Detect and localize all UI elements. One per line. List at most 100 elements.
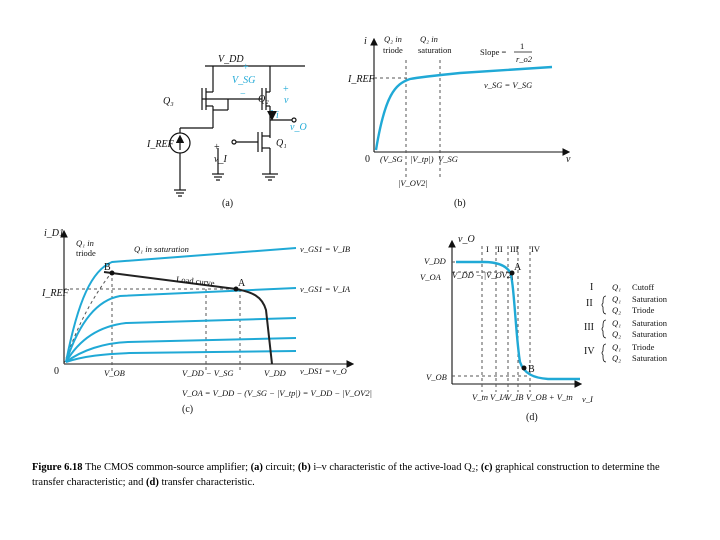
caption-a: (a) [250,462,263,473]
a-vdd-label: V_DD [218,54,244,65]
b-origin: 0 [365,154,370,165]
d-xtick-4: V_OB + V_tn [526,392,573,402]
d-vdd-ov: V_DD − |V_OV2| [452,270,513,280]
a-plus-top: + [243,62,249,73]
legend-2a-state: Saturation [632,294,668,304]
legend-3a-dev: Q₁ [612,318,621,328]
b-sat-2: saturation [418,45,452,55]
legend-2b-state: Triode [632,305,655,315]
caption-fig: Figure 6.18 [32,462,83,473]
legend-2a-dev: Q₁ [612,294,621,304]
d-yaxis-label: v_O [458,234,475,245]
a-q1-label: Q₁ [276,138,287,149]
d-xtick-2: V_IA [490,392,508,402]
d-vob: V_OB [426,372,447,382]
c-family-curves [65,247,297,363]
a-i-label: i [276,110,279,121]
d-region-3: III [510,244,519,254]
c-vdd-minus: V_DD − V_SG [182,368,234,378]
d-xaxis-label: v_I [582,394,594,404]
legend-4a-state: Triode [632,342,655,352]
d-region-2: II [497,244,503,254]
legend-region-4: IV [584,346,595,357]
legend-4b-dev: Q₂ [612,353,621,363]
a-q2-label: Q₂ [258,94,269,105]
d-legend: I Q₁ Cutoff II Q₁ Saturation Q₂ Triode I… [584,282,668,363]
d-region-1: I [486,244,489,254]
c-yaxis-label: i_D1 [44,228,64,239]
d-point-a-label: A [514,262,522,273]
b-iref-label: I_REF [347,74,376,85]
b-tick-2: |V_tp|) [410,154,434,164]
legend-1-state: Cutoff [632,282,654,292]
b-slope-label: Slope = [480,47,506,57]
b-tick-3: V_SG [438,154,458,164]
a-vi-label: v_I [214,154,227,165]
c-vds-label: v_DS1 = v_O [300,366,347,376]
a-v-label: v [284,95,289,106]
legend-region-3: III [584,322,594,333]
b-triode-1: Q₂ in [384,34,402,44]
b-yaxis-label: i [364,36,367,47]
b-sat-1: Q₂ in [420,34,438,44]
legend-3a-state: Saturation [632,318,668,328]
caption-b: (b) [297,462,311,473]
c-point-a [233,286,239,292]
d-xtick-3: V_IB [506,392,523,402]
c-curve-ia: v_GS1 = V_IA [300,284,351,294]
a-minus-label: − [240,89,246,100]
caption-c: (c) [480,462,493,473]
caption-text-1: The CMOS common-source amplifier; [82,462,251,473]
c-origin: 0 [54,366,59,377]
b-iv-curve [374,65,553,151]
legend-2b-dev: Q₂ [612,305,621,315]
b-slope-den: r_o2 [516,54,533,64]
c-vob: V_OB [104,368,125,378]
d-xtick-1: V_tn [472,392,488,402]
c-eq: V_OA = V_DD − (V_SG − |V_tp|) = V_DD − |… [182,388,372,398]
c-vdd: V_DD [264,368,287,378]
c-q1-sat: Q₁ in saturation [134,244,189,254]
panel-c-dashes [63,271,241,372]
c-q1-triode-2: triode [76,248,96,258]
d-transfer-curve [456,260,580,381]
b-panel-label: (b) [454,198,466,209]
caption-text-d: transfer characteristic. [158,477,255,488]
b-vsg-eq: v_SG = V_SG [484,80,532,90]
a-q3-label: Q₃ [163,96,174,107]
d-panel-label: (d) [526,412,538,423]
b-vov2: |V_OV2| [398,178,428,188]
panel-d-axes [448,239,583,388]
legend-region-2: II [586,298,593,309]
a-plus-v: + [283,84,289,95]
c-curve-ib: v_GS1 = V_IB [300,244,350,254]
d-region-4: IV [531,244,541,254]
c-load-curve [103,271,273,365]
legend-1-dev: Q₁ [612,282,621,292]
figure-caption: Figure 6.18 The CMOS common-source ampli… [32,460,682,490]
legend-4b-state: Saturation [632,353,668,363]
a-plus-vi: + [214,142,220,153]
c-iref-label: I_REF [41,288,70,299]
a-panel-label: (a) [222,198,233,209]
panel-a-circuit [174,65,305,197]
d-vdd: V_DD [424,256,447,266]
caption-text-a: circuit; [262,462,298,473]
a-vsg-label: V_SG [232,75,255,86]
c-point-a-label: A [238,278,246,289]
b-tick-1: (V_SG [380,154,403,164]
a-iref-label: I_REF [146,139,175,150]
b-xaxis-label: v [566,154,571,165]
a-vo-label: v_O [290,122,307,133]
c-q1-triode-1: Q₁ in [76,238,94,248]
legend-3b-state: Saturation [632,329,668,339]
c-panel-label: (c) [182,404,193,415]
panel-b-axes [370,37,571,156]
legend-region-1: I [590,282,593,293]
b-slope-num: 1 [520,41,524,51]
d-point-a [509,270,515,276]
caption-text-b: i–v characteristic of the active-load Q₂… [310,462,481,473]
c-load-label: Load curve [176,274,216,288]
d-point-b [521,365,527,371]
